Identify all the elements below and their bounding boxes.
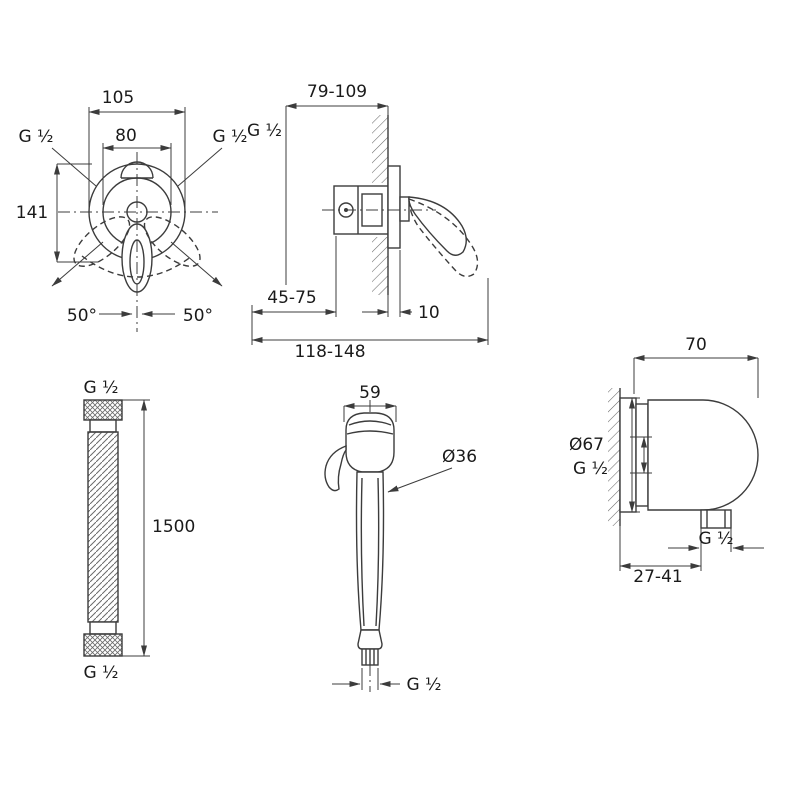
elbow-step-ring: [635, 403, 649, 507]
thread-label-hand-shower: G ½: [406, 675, 441, 695]
thread-label-side: G ½: [247, 121, 282, 141]
dim-label-79-109: 79-109: [307, 82, 367, 102]
escutcheon-side: [387, 165, 401, 249]
thread-label-right: G ½: [212, 127, 247, 147]
wall-elbow-view: 70 Ø67 G ½ G ½ 27-41: [569, 335, 764, 587]
mixer-front-centerlines: [58, 152, 218, 332]
wall-hatch-upper: [372, 115, 388, 183]
trigger-lever: [324, 444, 347, 492]
elbow-flange: [619, 397, 637, 513]
dim-label-118-148: 118-148: [294, 342, 365, 362]
dim-label-70: 70: [685, 335, 707, 355]
hose-nut-bottom: [83, 633, 123, 657]
hand-shower-dimension-lines: [332, 403, 453, 690]
thread-label-elbow-inlet: G ½: [573, 459, 608, 479]
handle-side-dashed: [408, 198, 479, 278]
mixer-side-dimension-lines: [251, 103, 489, 345]
thread-label-elbow-outlet: G ½: [698, 529, 733, 549]
hose-collar-bottom: [89, 621, 117, 635]
dim-label-d67: Ø67: [569, 435, 604, 455]
handle-cone: [357, 629, 383, 650]
handle-stem: [399, 196, 410, 222]
hose-flexible-body: [87, 431, 119, 623]
shower-handle: [355, 471, 385, 631]
hand-shower-view: 59 Ø36 G ½: [324, 383, 477, 695]
wall-elbow-dimension-lines: [619, 355, 764, 571]
dim-label-105: 105: [102, 88, 134, 108]
dim-label-59: 59: [359, 383, 381, 403]
mixer-swing-arc: [81, 255, 193, 278]
hose-view: G ½ 1500 G ½: [83, 378, 195, 683]
thread-label-hose-bottom: G ½: [83, 663, 118, 683]
elbow-wall-hatch: [608, 388, 620, 526]
angle-label-left: 50°: [67, 306, 97, 326]
thread-label-hose-top: G ½: [83, 378, 118, 398]
hose-dimension-lines: [122, 399, 150, 657]
thread-label-left: G ½: [18, 127, 53, 147]
hose-collar-top: [89, 419, 117, 433]
handle-side: [408, 196, 467, 256]
dim-label-10: 10: [418, 303, 440, 323]
mixer-front-view: 105 80 G ½ G ½ 141 50° 50°: [16, 88, 248, 332]
dim-label-d36: Ø36: [442, 447, 477, 467]
dim-label-27-41: 27-41: [633, 567, 682, 587]
wall-hatch-lower: [372, 237, 388, 295]
elbow-body: [647, 399, 759, 511]
mixer-lever-dashed-right: [73, 216, 131, 267]
dim-label-1500: 1500: [152, 517, 195, 537]
mixer-lever-dashed-left: [143, 216, 201, 267]
mixer-side-view: 79-109 G ½ 45-75 10 118-148: [247, 82, 489, 362]
dim-label-45-75: 45-75: [267, 288, 316, 308]
dim-label-80: 80: [115, 126, 137, 146]
angle-label-right: 50°: [183, 306, 213, 326]
elbow-outlet-nipple: [700, 509, 732, 529]
mixer-front-dimension-lines: [51, 107, 223, 317]
dim-label-141: 141: [16, 203, 48, 223]
spray-head: [345, 412, 395, 473]
hose-nut-top: [83, 399, 123, 421]
